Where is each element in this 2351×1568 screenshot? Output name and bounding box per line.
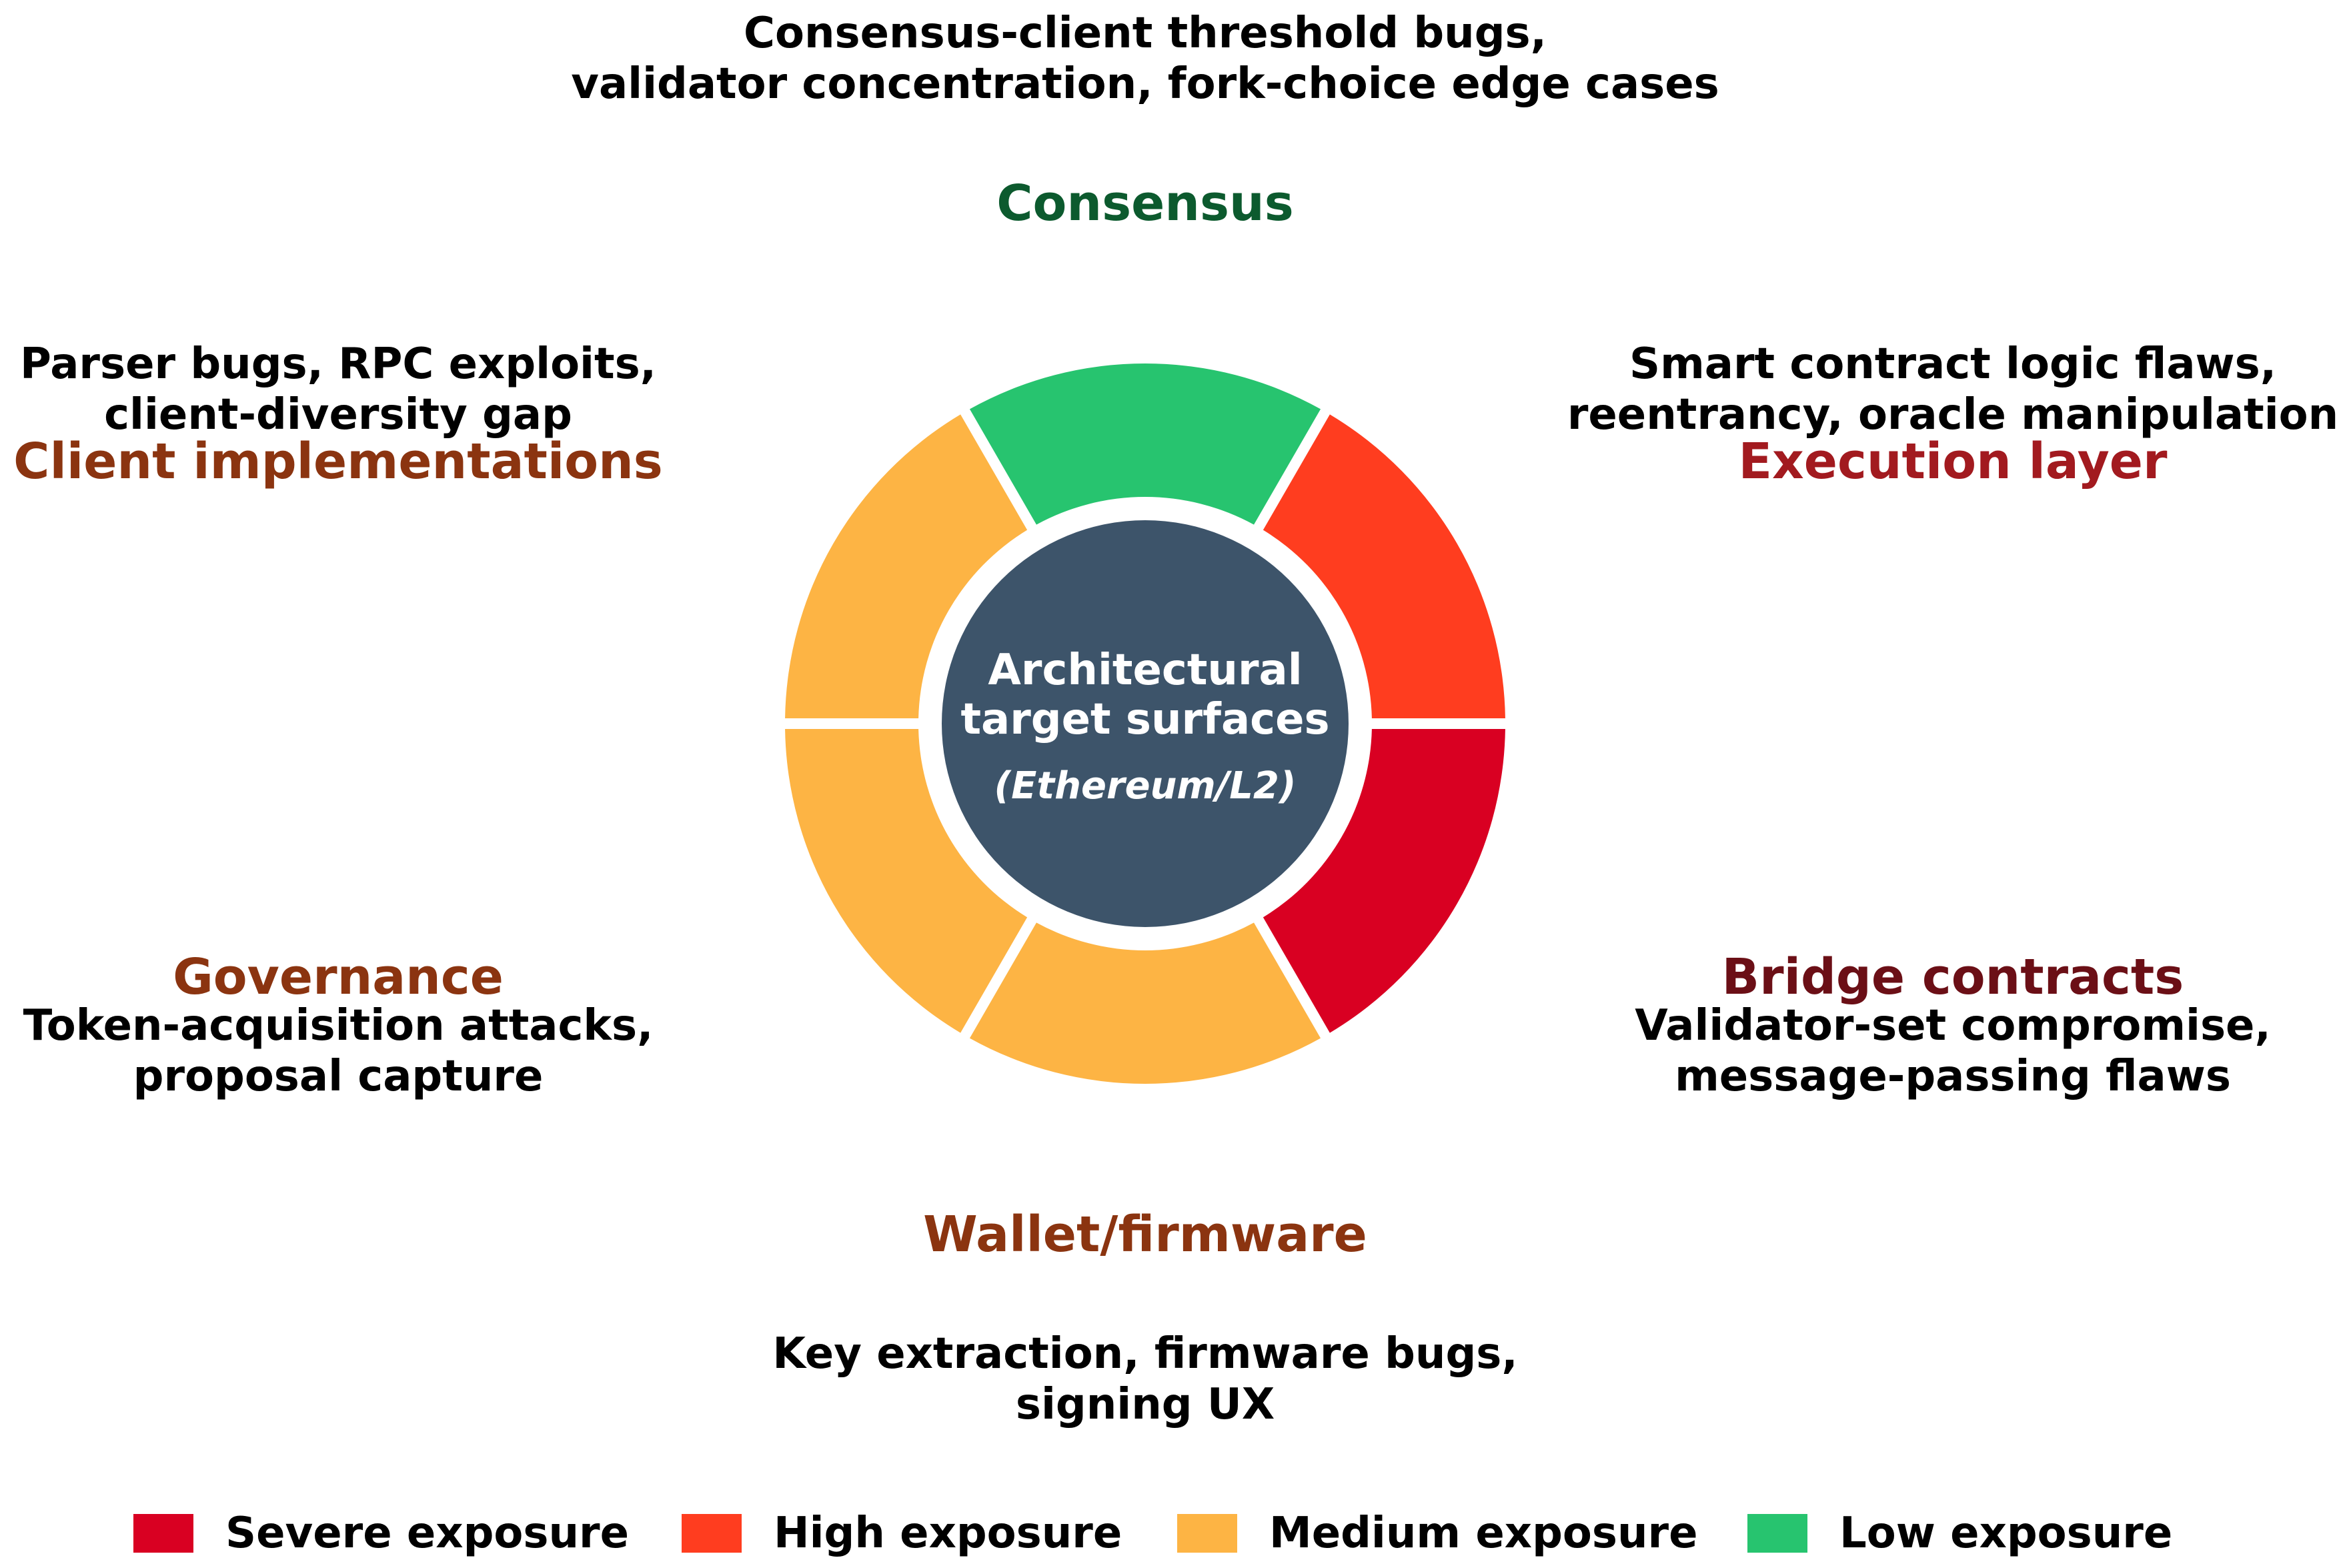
bridge-title: Bridge contracts (1721, 948, 2184, 1006)
wallet-title: Wallet/firmware (923, 1206, 1367, 1263)
consensus-description: Consensus-client threshold bugs, validat… (571, 8, 1719, 109)
legend-item-medium: Medium exposure (1177, 1509, 1697, 1558)
legend-swatch-high (682, 1514, 742, 1553)
legend-swatch-medium (1177, 1514, 1237, 1553)
client-title: Client implementations (13, 433, 663, 490)
center-hub (942, 520, 1349, 927)
execution-desc-line2: reentrancy, oracle manipulation (1567, 390, 2339, 440)
governance-desc-line1: Token-acquisition attacks, (23, 1001, 654, 1050)
execution-title: Execution layer (1738, 433, 2168, 490)
wallet-description: Key extraction, firmware bugs, signing U… (772, 1329, 1517, 1430)
ring-segment-consensus (969, 363, 1321, 525)
wallet-desc-line1: Key extraction, firmware bugs, (772, 1329, 1518, 1379)
client-desc-line2: client-diversity gap (104, 390, 572, 440)
governance-desc-line2: proposal capture (133, 1052, 544, 1101)
legend-label-high: High exposure (774, 1509, 1122, 1558)
legend-label-medium: Medium exposure (1269, 1509, 1698, 1558)
consensus-desc-line2: validator concentration, fork-choice edg… (571, 59, 1719, 109)
legend-swatch-low (1747, 1514, 1807, 1553)
legend-item-low: Low exposure (1747, 1509, 2172, 1558)
execution-desc-line1: Smart contract logic flaws, (1629, 339, 2277, 389)
ring-segment-execution (1263, 414, 1505, 719)
bridge-description: Validator-set compromise, message-passin… (1635, 1000, 2271, 1102)
wallet-desc-line2: signing UX (1015, 1380, 1275, 1429)
consensus-desc-line1: Consensus-client threshold bugs, (744, 9, 1547, 58)
governance-description: Token-acquisition attacks, proposal capt… (23, 1000, 654, 1102)
ring-segments (785, 363, 1505, 1084)
legend-swatch-severe (133, 1514, 193, 1553)
ring-segment-wallet (969, 922, 1321, 1084)
governance-title: Governance (173, 948, 504, 1006)
client-desc-line1: Parser bugs, RPC exploits, (20, 339, 656, 389)
execution-description: Smart contract logic flaws, reentrancy, … (1567, 339, 2338, 440)
ring-segment-bridge (1263, 728, 1505, 1033)
hub-title-line1: Architectural (988, 646, 1302, 695)
client-description: Parser bugs, RPC exploits, client-divers… (20, 339, 656, 440)
consensus-title: Consensus (996, 175, 1294, 232)
hub-subtitle: (Ethereum/L2) (994, 764, 1297, 808)
legend-label-low: Low exposure (1839, 1509, 2173, 1558)
legend-item-severe: Severe exposure (133, 1509, 629, 1558)
ring-segment-governance (785, 728, 1028, 1033)
bridge-desc-line2: message-passing flaws (1675, 1052, 2231, 1101)
legend-item-high: High exposure (682, 1509, 1122, 1558)
hub-title-line2: target surfaces (960, 695, 1329, 744)
bridge-desc-line1: Validator-set compromise, (1635, 1001, 2271, 1050)
ring-segment-client (785, 414, 1028, 719)
legend-label-severe: Severe exposure (225, 1509, 629, 1558)
